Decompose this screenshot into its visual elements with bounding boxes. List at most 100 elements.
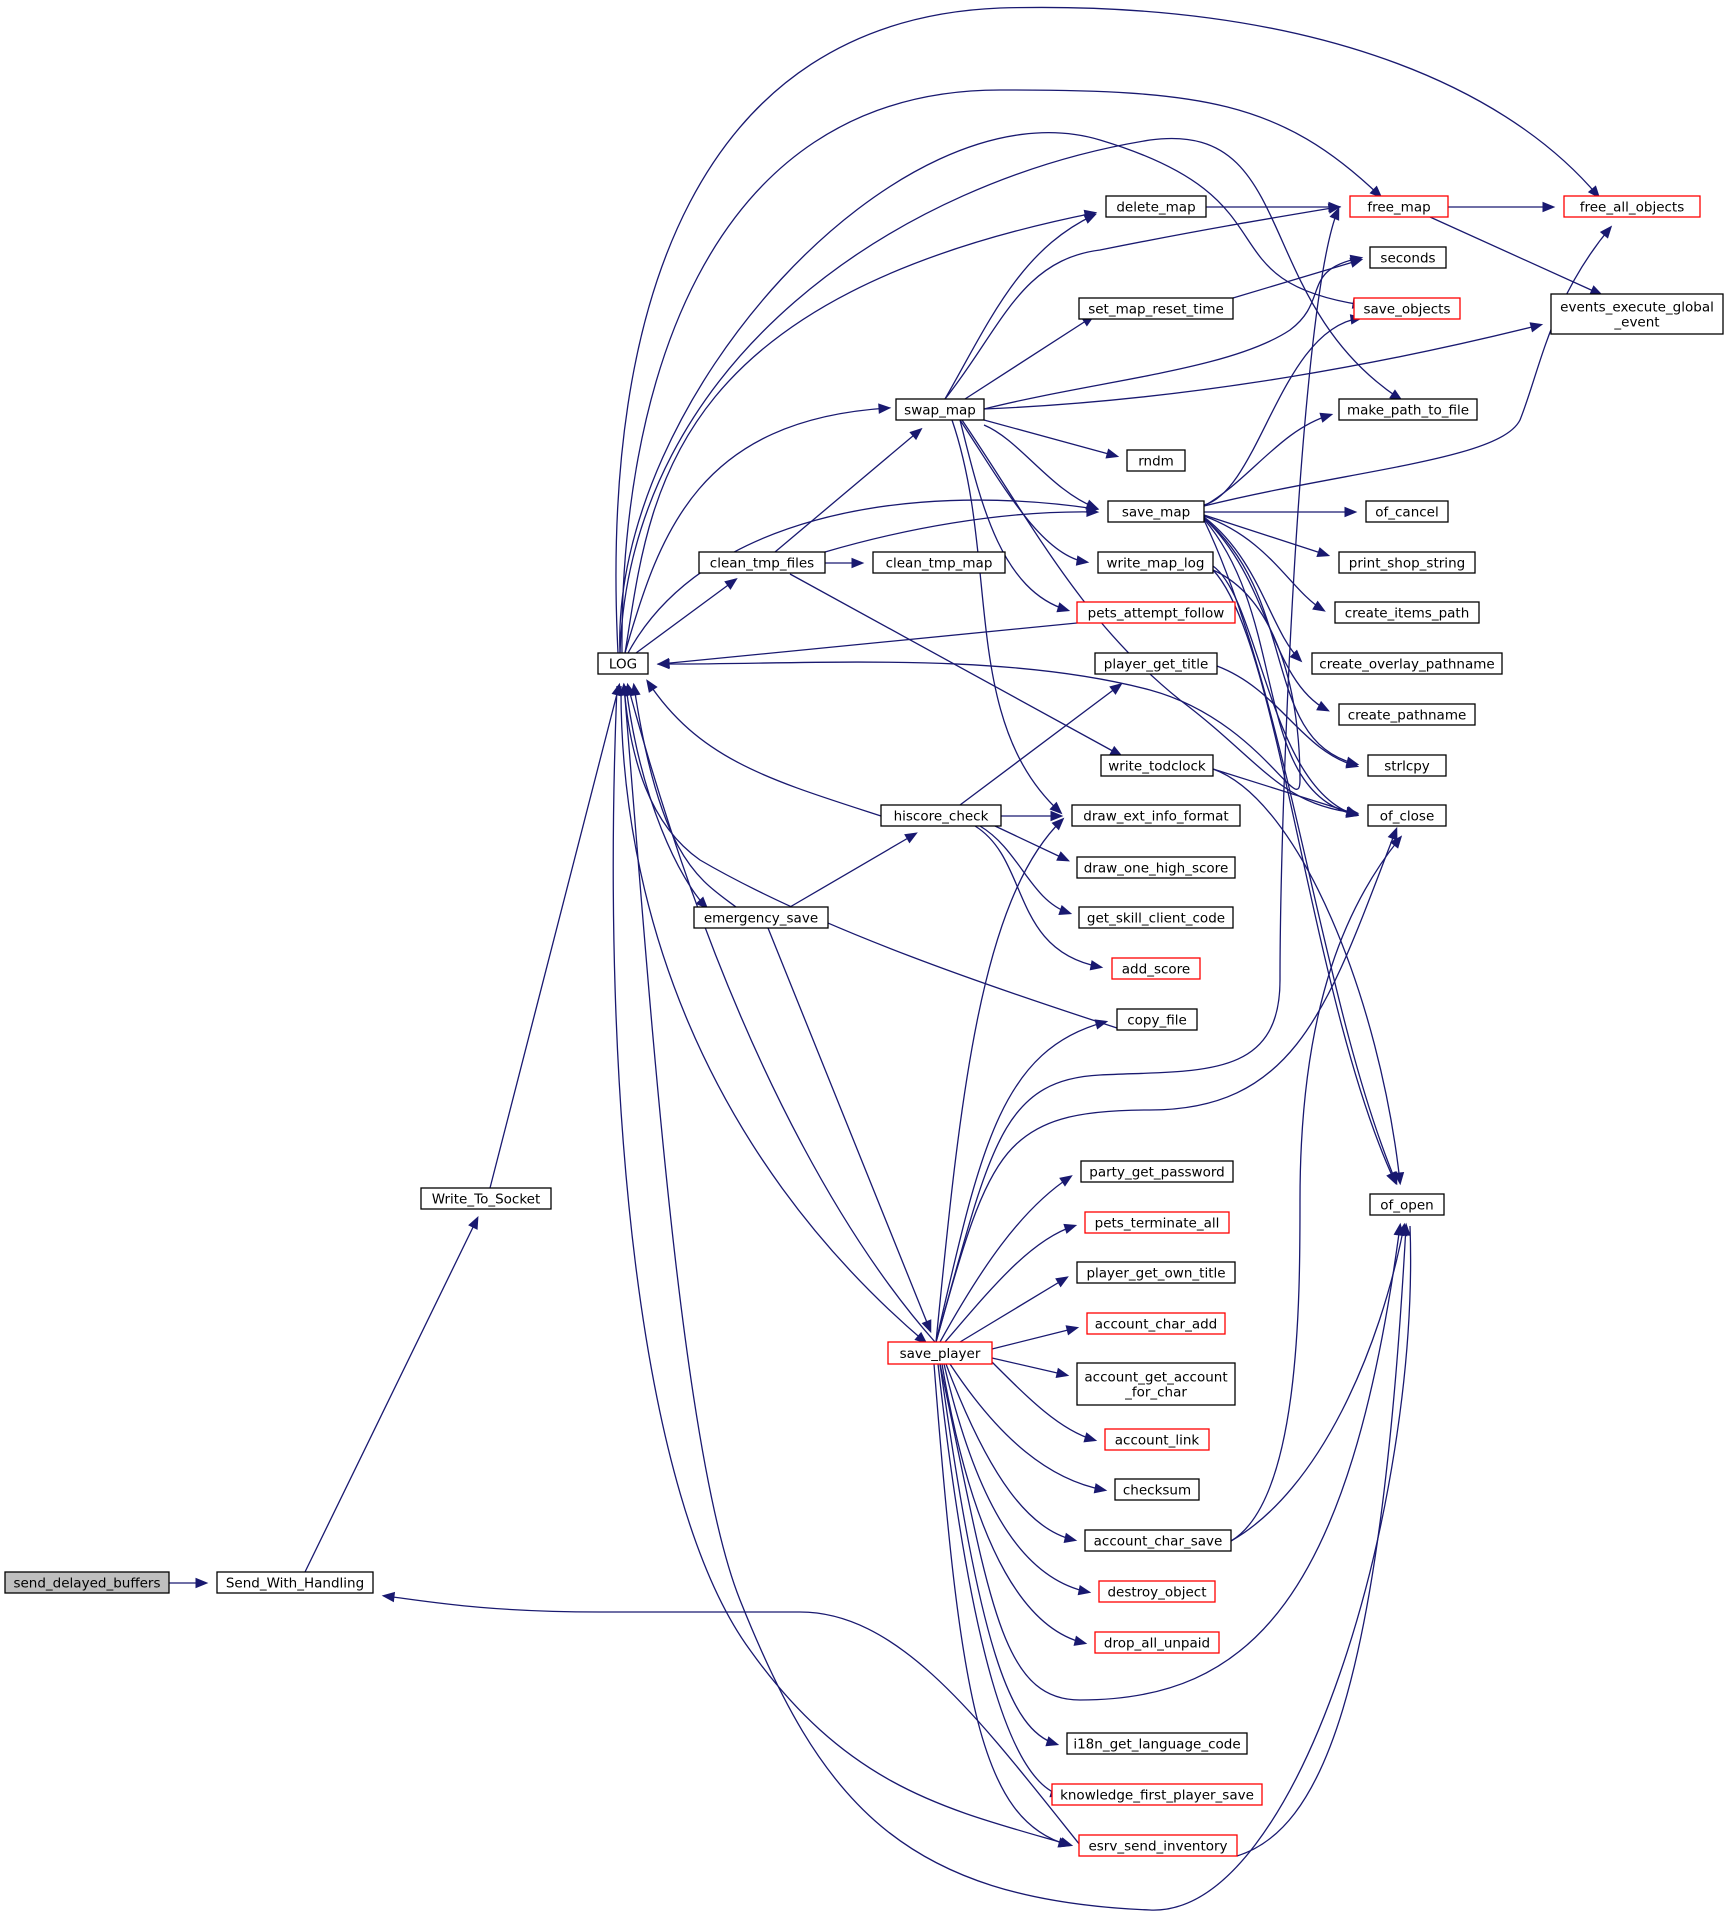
node-box-pets_terminate_all[interactable] bbox=[1084, 1211, 1230, 1234]
node-Send_With_Handling[interactable]: Send_With_Handling bbox=[216, 1571, 374, 1594]
node-box-write_map_log[interactable] bbox=[1097, 551, 1214, 574]
node-set_map_reset_time[interactable]: set_map_reset_time bbox=[1078, 297, 1234, 320]
node-box-create_pathname[interactable] bbox=[1338, 703, 1476, 726]
node-box-draw_one_high_score[interactable] bbox=[1076, 856, 1236, 879]
node-hiscore_check[interactable]: hiscore_check bbox=[880, 804, 1002, 827]
node-box-player_get_title[interactable] bbox=[1094, 652, 1218, 675]
node-clean_tmp_files[interactable]: clean_tmp_files bbox=[698, 551, 826, 574]
node-box-save_objects[interactable] bbox=[1353, 297, 1461, 320]
node-free_all_objects[interactable]: free_all_objects bbox=[1563, 195, 1701, 218]
node-box-pets_attempt_follow[interactable] bbox=[1076, 601, 1236, 624]
node-free_map[interactable]: free_map bbox=[1349, 195, 1449, 218]
node-pets_terminate_all[interactable]: pets_terminate_all bbox=[1084, 1211, 1230, 1234]
node-account_link[interactable]: account_link bbox=[1104, 1428, 1210, 1451]
node-make_path_to_file[interactable]: make_path_to_file bbox=[1338, 398, 1478, 421]
node-box-draw_ext_info_format[interactable] bbox=[1071, 804, 1241, 827]
node-create_items_path[interactable]: create_items_path bbox=[1334, 601, 1480, 624]
node-box-events_execute_global_event[interactable] bbox=[1550, 293, 1724, 335]
node-box-drop_all_unpaid[interactable] bbox=[1094, 1631, 1220, 1654]
node-box-hiscore_check[interactable] bbox=[880, 804, 1002, 827]
node-draw_ext_info_format[interactable]: draw_ext_info_format bbox=[1071, 804, 1241, 827]
node-Write_To_Socket[interactable]: Write_To_Socket bbox=[420, 1187, 552, 1210]
node-draw_one_high_score[interactable]: draw_one_high_score bbox=[1076, 856, 1236, 879]
node-box-free_map[interactable] bbox=[1349, 195, 1449, 218]
node-account_char_save[interactable]: account_char_save bbox=[1084, 1529, 1232, 1552]
node-create_overlay_pathname[interactable]: create_overlay_pathname bbox=[1311, 652, 1503, 675]
node-get_skill_client_code[interactable]: get_skill_client_code bbox=[1078, 906, 1234, 929]
node-send_delayed_buffers[interactable]: send_delayed_buffers bbox=[4, 1571, 170, 1594]
node-box-checksum[interactable] bbox=[1114, 1478, 1200, 1501]
node-checksum[interactable]: checksum bbox=[1114, 1478, 1200, 1501]
node-knowledge_first_player_save[interactable]: knowledge_first_player_save bbox=[1051, 1783, 1263, 1806]
node-copy_file[interactable]: copy_file bbox=[1116, 1008, 1198, 1031]
node-box-delete_map[interactable] bbox=[1105, 195, 1207, 218]
node-events_execute_global_event[interactable]: events_execute_global_event bbox=[1550, 293, 1724, 335]
node-drop_all_unpaid[interactable]: drop_all_unpaid bbox=[1094, 1631, 1220, 1654]
node-box-LOG[interactable] bbox=[597, 652, 649, 675]
node-rndm[interactable]: rndm bbox=[1126, 449, 1186, 472]
node-write_map_log[interactable]: write_map_log bbox=[1097, 551, 1214, 574]
node-box-destroy_object[interactable] bbox=[1098, 1580, 1216, 1603]
node-box-clean_tmp_map[interactable] bbox=[872, 551, 1006, 574]
node-save_player[interactable]: save_player bbox=[887, 1341, 993, 1365]
node-box-save_player[interactable] bbox=[887, 1341, 993, 1365]
node-seconds[interactable]: seconds bbox=[1369, 246, 1447, 269]
node-box-free_all_objects[interactable] bbox=[1563, 195, 1701, 218]
node-emergency_save[interactable]: emergency_save bbox=[693, 906, 829, 929]
node-delete_map[interactable]: delete_map bbox=[1105, 195, 1207, 218]
node-box-of_close[interactable] bbox=[1367, 804, 1447, 827]
node-box-create_overlay_pathname[interactable] bbox=[1311, 652, 1503, 675]
node-create_pathname[interactable]: create_pathname bbox=[1338, 703, 1476, 726]
node-LOG[interactable]: LOG bbox=[597, 652, 649, 675]
node-pets_attempt_follow[interactable]: pets_attempt_follow bbox=[1076, 601, 1236, 624]
node-write_todclock[interactable]: write_todclock bbox=[1100, 754, 1214, 777]
node-save_objects[interactable]: save_objects bbox=[1353, 297, 1461, 320]
node-box-create_items_path[interactable] bbox=[1334, 601, 1480, 624]
node-box-Send_With_Handling[interactable] bbox=[216, 1571, 374, 1594]
node-box-Write_To_Socket[interactable] bbox=[420, 1187, 552, 1210]
node-box-seconds[interactable] bbox=[1369, 246, 1447, 269]
node-box-knowledge_first_player_save[interactable] bbox=[1051, 1783, 1263, 1806]
node-box-esrv_send_inventory[interactable] bbox=[1078, 1834, 1238, 1857]
node-player_get_title[interactable]: player_get_title bbox=[1094, 652, 1218, 675]
node-box-swap_map[interactable] bbox=[895, 398, 985, 421]
node-box-account_char_add[interactable] bbox=[1086, 1312, 1226, 1335]
node-save_map[interactable]: save_map bbox=[1107, 500, 1205, 523]
node-box-party_get_password[interactable] bbox=[1080, 1160, 1234, 1183]
node-box-make_path_to_file[interactable] bbox=[1338, 398, 1478, 421]
node-box-of_open[interactable] bbox=[1369, 1193, 1445, 1216]
node-print_shop_string[interactable]: print_shop_string bbox=[1338, 551, 1476, 574]
node-box-account_get_account_for_char[interactable] bbox=[1076, 1362, 1236, 1406]
node-box-set_map_reset_time[interactable] bbox=[1078, 297, 1234, 320]
node-box-i18n_get_language_code[interactable] bbox=[1066, 1732, 1248, 1755]
node-box-get_skill_client_code[interactable] bbox=[1078, 906, 1234, 929]
node-box-add_score[interactable] bbox=[1111, 957, 1201, 980]
node-account_get_account_for_char[interactable]: account_get_account_for_char bbox=[1076, 1362, 1236, 1406]
node-box-send_delayed_buffers[interactable] bbox=[4, 1571, 170, 1594]
node-destroy_object[interactable]: destroy_object bbox=[1098, 1580, 1216, 1603]
node-clean_tmp_map[interactable]: clean_tmp_map bbox=[872, 551, 1006, 574]
node-party_get_password[interactable]: party_get_password bbox=[1080, 1160, 1234, 1183]
node-box-rndm[interactable] bbox=[1126, 449, 1186, 472]
node-box-copy_file[interactable] bbox=[1116, 1008, 1198, 1031]
node-box-print_shop_string[interactable] bbox=[1338, 551, 1476, 574]
node-account_char_add[interactable]: account_char_add bbox=[1086, 1312, 1226, 1335]
node-box-account_link[interactable] bbox=[1104, 1428, 1210, 1451]
node-of_cancel[interactable]: of_cancel bbox=[1365, 500, 1449, 523]
node-swap_map[interactable]: swap_map bbox=[895, 398, 985, 421]
node-of_close[interactable]: of_close bbox=[1367, 804, 1447, 827]
node-player_get_own_title[interactable]: player_get_own_title bbox=[1076, 1261, 1236, 1284]
node-add_score[interactable]: add_score bbox=[1111, 957, 1201, 980]
node-box-account_char_save[interactable] bbox=[1084, 1529, 1232, 1552]
node-strlcpy[interactable]: strlcpy bbox=[1367, 754, 1447, 777]
node-box-clean_tmp_files[interactable] bbox=[698, 551, 826, 574]
node-box-write_todclock[interactable] bbox=[1100, 754, 1214, 777]
node-box-strlcpy[interactable] bbox=[1367, 754, 1447, 777]
node-i18n_get_language_code[interactable]: i18n_get_language_code bbox=[1066, 1732, 1248, 1755]
node-box-save_map[interactable] bbox=[1107, 500, 1205, 523]
node-of_open[interactable]: of_open bbox=[1369, 1193, 1445, 1216]
node-box-player_get_own_title[interactable] bbox=[1076, 1261, 1236, 1284]
node-box-of_cancel[interactable] bbox=[1365, 500, 1449, 523]
node-box-emergency_save[interactable] bbox=[693, 906, 829, 929]
node-esrv_send_inventory[interactable]: esrv_send_inventory bbox=[1078, 1834, 1238, 1857]
